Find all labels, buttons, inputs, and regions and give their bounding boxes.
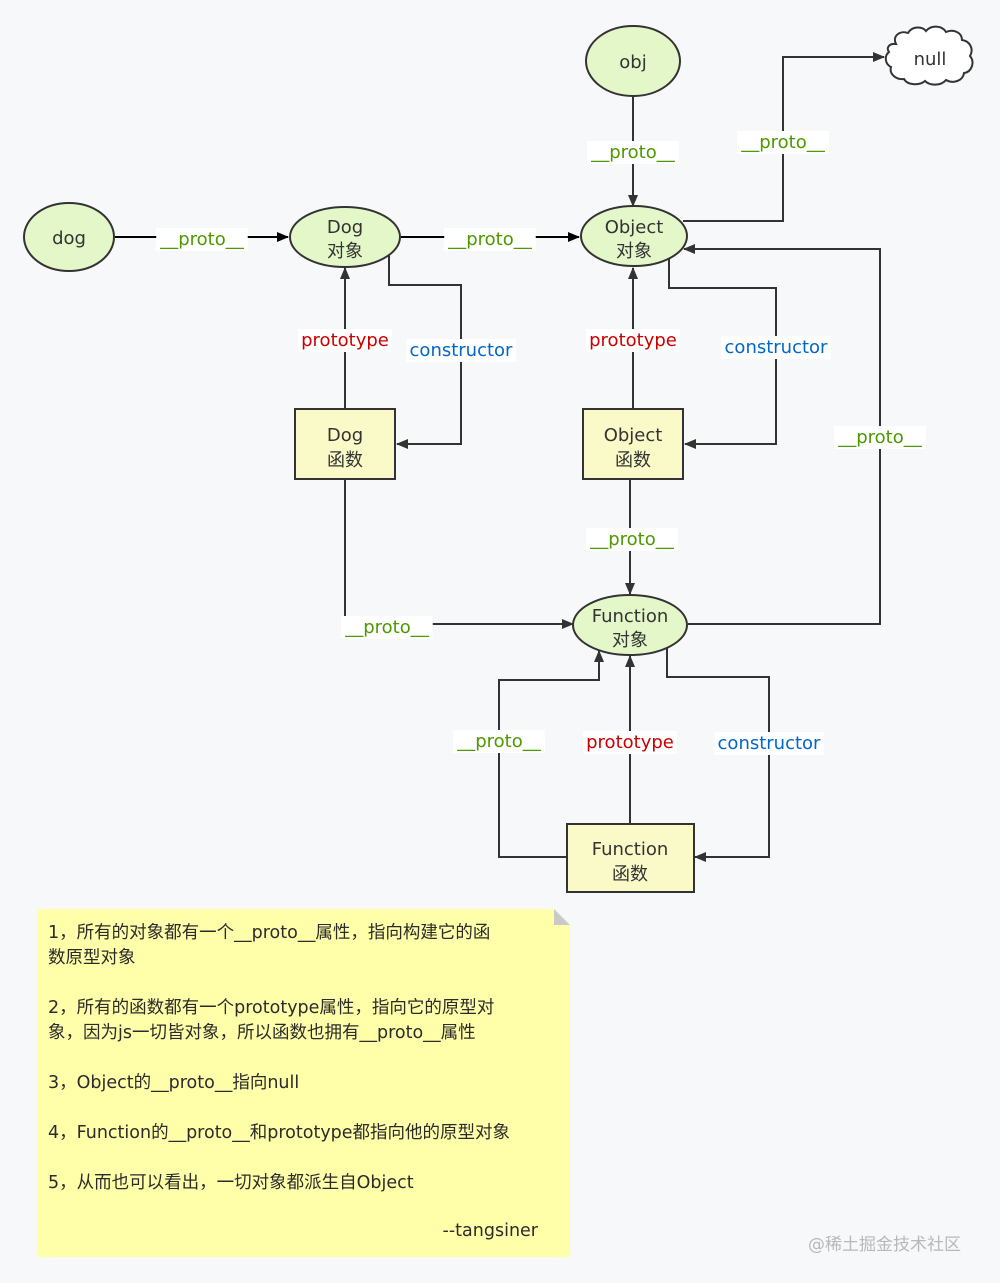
edge-label-backdrop [156,228,248,251]
note-folded-corner [554,909,570,925]
edge-object-object-to-object-function [668,258,777,449]
note-point-1-line-1: 1，所有的对象都有一个__proto__属性，指向构建它的函 [48,923,491,943]
note-point-1-line-2: 数原型对象 [48,948,136,968]
edge-label-proto: __proto__ [159,229,245,250]
node-object-object-line1: Object [605,217,664,238]
edge-label-backdrop [586,329,680,352]
node-dog-object-line1: Dog [327,217,363,238]
edge-label-proto: __proto__ [344,617,430,638]
node-function-object-line1: Function [592,606,669,627]
edge-function-object-to-function-function [666,648,770,862]
node-dog-function-line2: 函数 [327,450,363,471]
edge-label-prototype: prototype [301,330,389,351]
note-author: --tangsiner [442,1221,538,1241]
edge-label-proto: __proto__ [447,229,533,250]
edge-label-backdrop [453,730,545,753]
edge-label-backdrop [834,426,926,449]
edge-label-backdrop [406,339,517,362]
note-point-3: 3，Object的__proto__指向null [48,1073,300,1093]
node-obj-label: obj [619,52,646,73]
edge-dog-function-to-function-object [344,479,574,629]
node-object-object [580,205,688,267]
node-dog-function [294,408,396,480]
edge-label-proto: __proto__ [837,427,923,448]
edge-dog-object-to-dog-function [388,255,462,449]
edge-label-backdrop [737,131,829,154]
edge-label-prototype: prototype [589,330,677,351]
edge-label-backdrop [586,528,678,551]
edge-label-proto: __proto__ [740,132,826,153]
note-point-4: 4，Function的__proto__和prototype都指向他的原型对象 [48,1123,511,1143]
edge-label-constructor: constructor [410,340,514,361]
node-function-function-line2: 函数 [612,864,648,885]
node-function-object-line2: 对象 [612,630,648,651]
node-null-cloud [884,25,974,86]
edge-label-constructor: constructor [725,337,829,358]
edge-label-backdrop [444,228,536,251]
edge-label-prototype: prototype [586,732,674,753]
node-dog-object-line2: 对象 [327,241,363,262]
edge-label-constructor: constructor [718,733,822,754]
node-dog-label: dog [52,228,86,249]
node-dog-object [289,206,401,268]
node-object-function-line2: 函数 [615,450,651,471]
edge-label-backdrop [714,732,825,755]
node-object-function [582,408,684,480]
node-dog [23,202,115,272]
summary-note: 1，所有的对象都有一个__proto__属性，指向构建它的函 数原型对象 2，所… [38,909,570,1257]
edge-label-proto: __proto__ [456,731,542,752]
node-object-function-line1: Object [604,425,663,446]
edge-label-proto: __proto__ [590,142,676,163]
node-function-function [566,823,695,893]
note-point-5: 5，从而也可以看出，一切对象都派生自Object [48,1173,414,1193]
note-point-2-line-1: 2，所有的函数都有一个prototype属性，指向它的原型对 [48,998,495,1018]
node-null-label: null [914,49,947,70]
edge-label-backdrop [583,731,677,754]
edge-label-backdrop [721,336,832,359]
node-function-function-line1: Function [592,839,669,860]
node-dog-function-line1: Dog [327,425,363,446]
edge-function-function-proto-to-function-object [498,650,604,858]
edge-label-proto: __proto__ [589,529,675,550]
node-function-object [572,594,688,656]
edge-label-backdrop [587,141,679,164]
watermark: @稀土掘金技术社区 [808,1235,961,1255]
note-point-2-line-2: 象，因为js一切皆对象，所以函数也拥有__proto__属性 [48,1023,476,1043]
node-object-object-line2: 对象 [616,241,652,262]
edge-label-backdrop [298,329,392,352]
edge-label-backdrop [341,616,433,639]
node-obj [585,25,681,97]
